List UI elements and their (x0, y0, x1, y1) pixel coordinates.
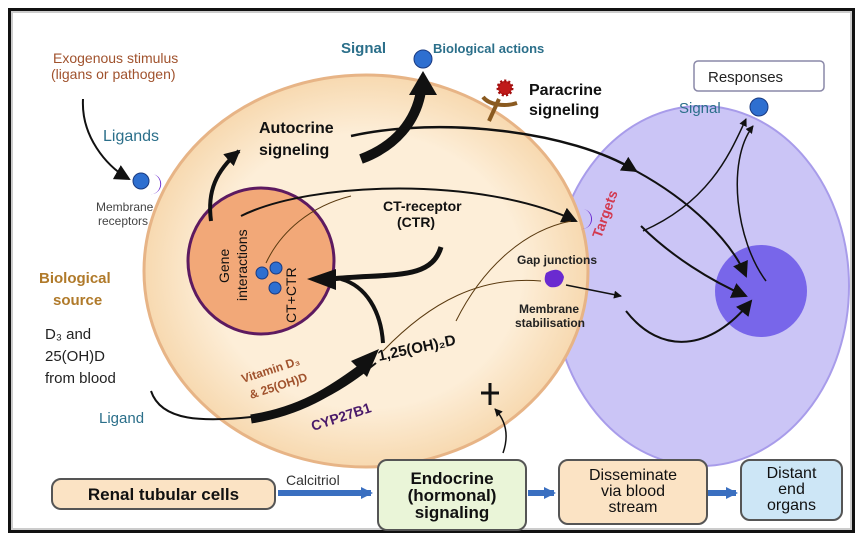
exogenous-label: Exogenous stimulus (53, 50, 178, 66)
distant-organs-box: Distant end organs (740, 459, 843, 521)
signal-dot-top (413, 49, 433, 69)
diagram-canvas: Exogenous stimulus (ligans or pathogen) … (39, 40, 850, 499)
ligand-dot (132, 172, 150, 190)
gap-junctions-label: Gap junctions (517, 253, 597, 267)
targets-to-nucleus (640, 225, 748, 298)
autocrine-up-arrow (208, 149, 241, 222)
distant-label-1: Distant (766, 465, 817, 482)
membrane-receptors-label: Membrane (96, 200, 154, 214)
biological-source-label-2: source (53, 292, 102, 309)
arrowhead (351, 349, 379, 377)
ct-ctr-dot (269, 261, 283, 275)
paracrine-arrow (350, 125, 638, 173)
calcitriol-to-nucleus (340, 277, 385, 344)
paracrine-to-nucleus (635, 170, 748, 278)
gap-link-line-2 (455, 220, 572, 322)
source-cell (142, 73, 590, 469)
gene-link-line (265, 195, 352, 264)
membrane-stab-label: Membrane (519, 302, 579, 316)
renal-label: Renal tubular cells (87, 484, 240, 504)
endocrine-box: Endocrine (hormonal) signaling (377, 459, 527, 531)
membrane-stab-arrow (625, 299, 753, 343)
ctr-arrow (330, 246, 444, 282)
vitamin-arrow (250, 365, 364, 424)
endocrine-label-2: (hormonal) (407, 485, 497, 505)
responses-label: Responses (708, 69, 783, 86)
response-arrow-1 (642, 118, 747, 232)
d3-label-2: 25(OH)D (45, 348, 105, 365)
paracrine-label-2: signeling (529, 102, 599, 119)
endocrine-up-arrow (494, 408, 507, 454)
paracrine-receptor-icon (481, 95, 518, 122)
gene-label: Gene (216, 249, 232, 283)
renal-tubular-cells-box: Renal tubular cells (51, 478, 276, 510)
membrane-stab-label-2: stabilisation (515, 316, 585, 330)
ct-receptor-arrow (240, 187, 578, 223)
gap-link-line (382, 279, 542, 352)
arrowhead (307, 269, 336, 290)
ct-ctr-dot (255, 266, 269, 280)
responses-box (693, 60, 825, 92)
autocrine-label: Autocrine (259, 120, 334, 137)
signal-dot-right (749, 97, 769, 117)
autocrine-signal-arrow (359, 90, 426, 164)
gap-junction-icon (544, 269, 564, 288)
gap-junction-arrow (565, 284, 622, 299)
ligands-label: Ligands (103, 128, 159, 145)
gene-label-2: interactions (234, 229, 250, 301)
ct-ctr-dot (268, 281, 282, 295)
ct-ctr-label: CT+CTR (283, 267, 299, 323)
biological-actions-label: Biological actions (433, 41, 544, 56)
source-nucleus (186, 186, 336, 336)
figure-frame: Exogenous stimulus (ligans or pathogen) … (8, 8, 855, 533)
membrane-receptors-label-2: receptors (98, 214, 148, 228)
exogenous-label-2: (ligans or pathogen) (51, 66, 176, 82)
disseminate-box: Disseminate via blood stream (558, 459, 708, 525)
response-arrow-2 (736, 125, 767, 282)
endocrine-label-1: Endocrine (410, 468, 494, 488)
biological-source-label: Biological (39, 270, 111, 287)
signal-top-label: Signal (341, 40, 386, 57)
ct-receptor-label: CT-receptor (383, 198, 462, 214)
disseminate-label-2: via blood (600, 483, 666, 500)
paracrine-ligand-icon (496, 79, 514, 97)
signal-right-label: Signal (679, 100, 721, 117)
ligand-label: Ligand (99, 410, 144, 427)
exogenous-arrow (81, 98, 131, 180)
disseminate-label-1: Disseminate (588, 467, 678, 484)
disseminate-label-3: stream (608, 499, 658, 516)
distant-label-2: end (778, 481, 805, 498)
membrane-receptor-icon (149, 174, 162, 195)
distant-label-3: organs (767, 497, 816, 514)
endocrine-label-3: signaling (414, 502, 490, 522)
d3-label-3: from blood (45, 370, 116, 387)
calcitriol-label: Calcitriol (286, 472, 340, 488)
paracrine-label: Paracrine (529, 82, 602, 99)
autocrine-label-2: signeling (259, 142, 329, 159)
d3-label: D₃ and (45, 326, 91, 343)
arrowhead (409, 71, 437, 95)
block-mark (481, 383, 499, 405)
ct-receptor-label-2: (CTR) (397, 214, 435, 230)
